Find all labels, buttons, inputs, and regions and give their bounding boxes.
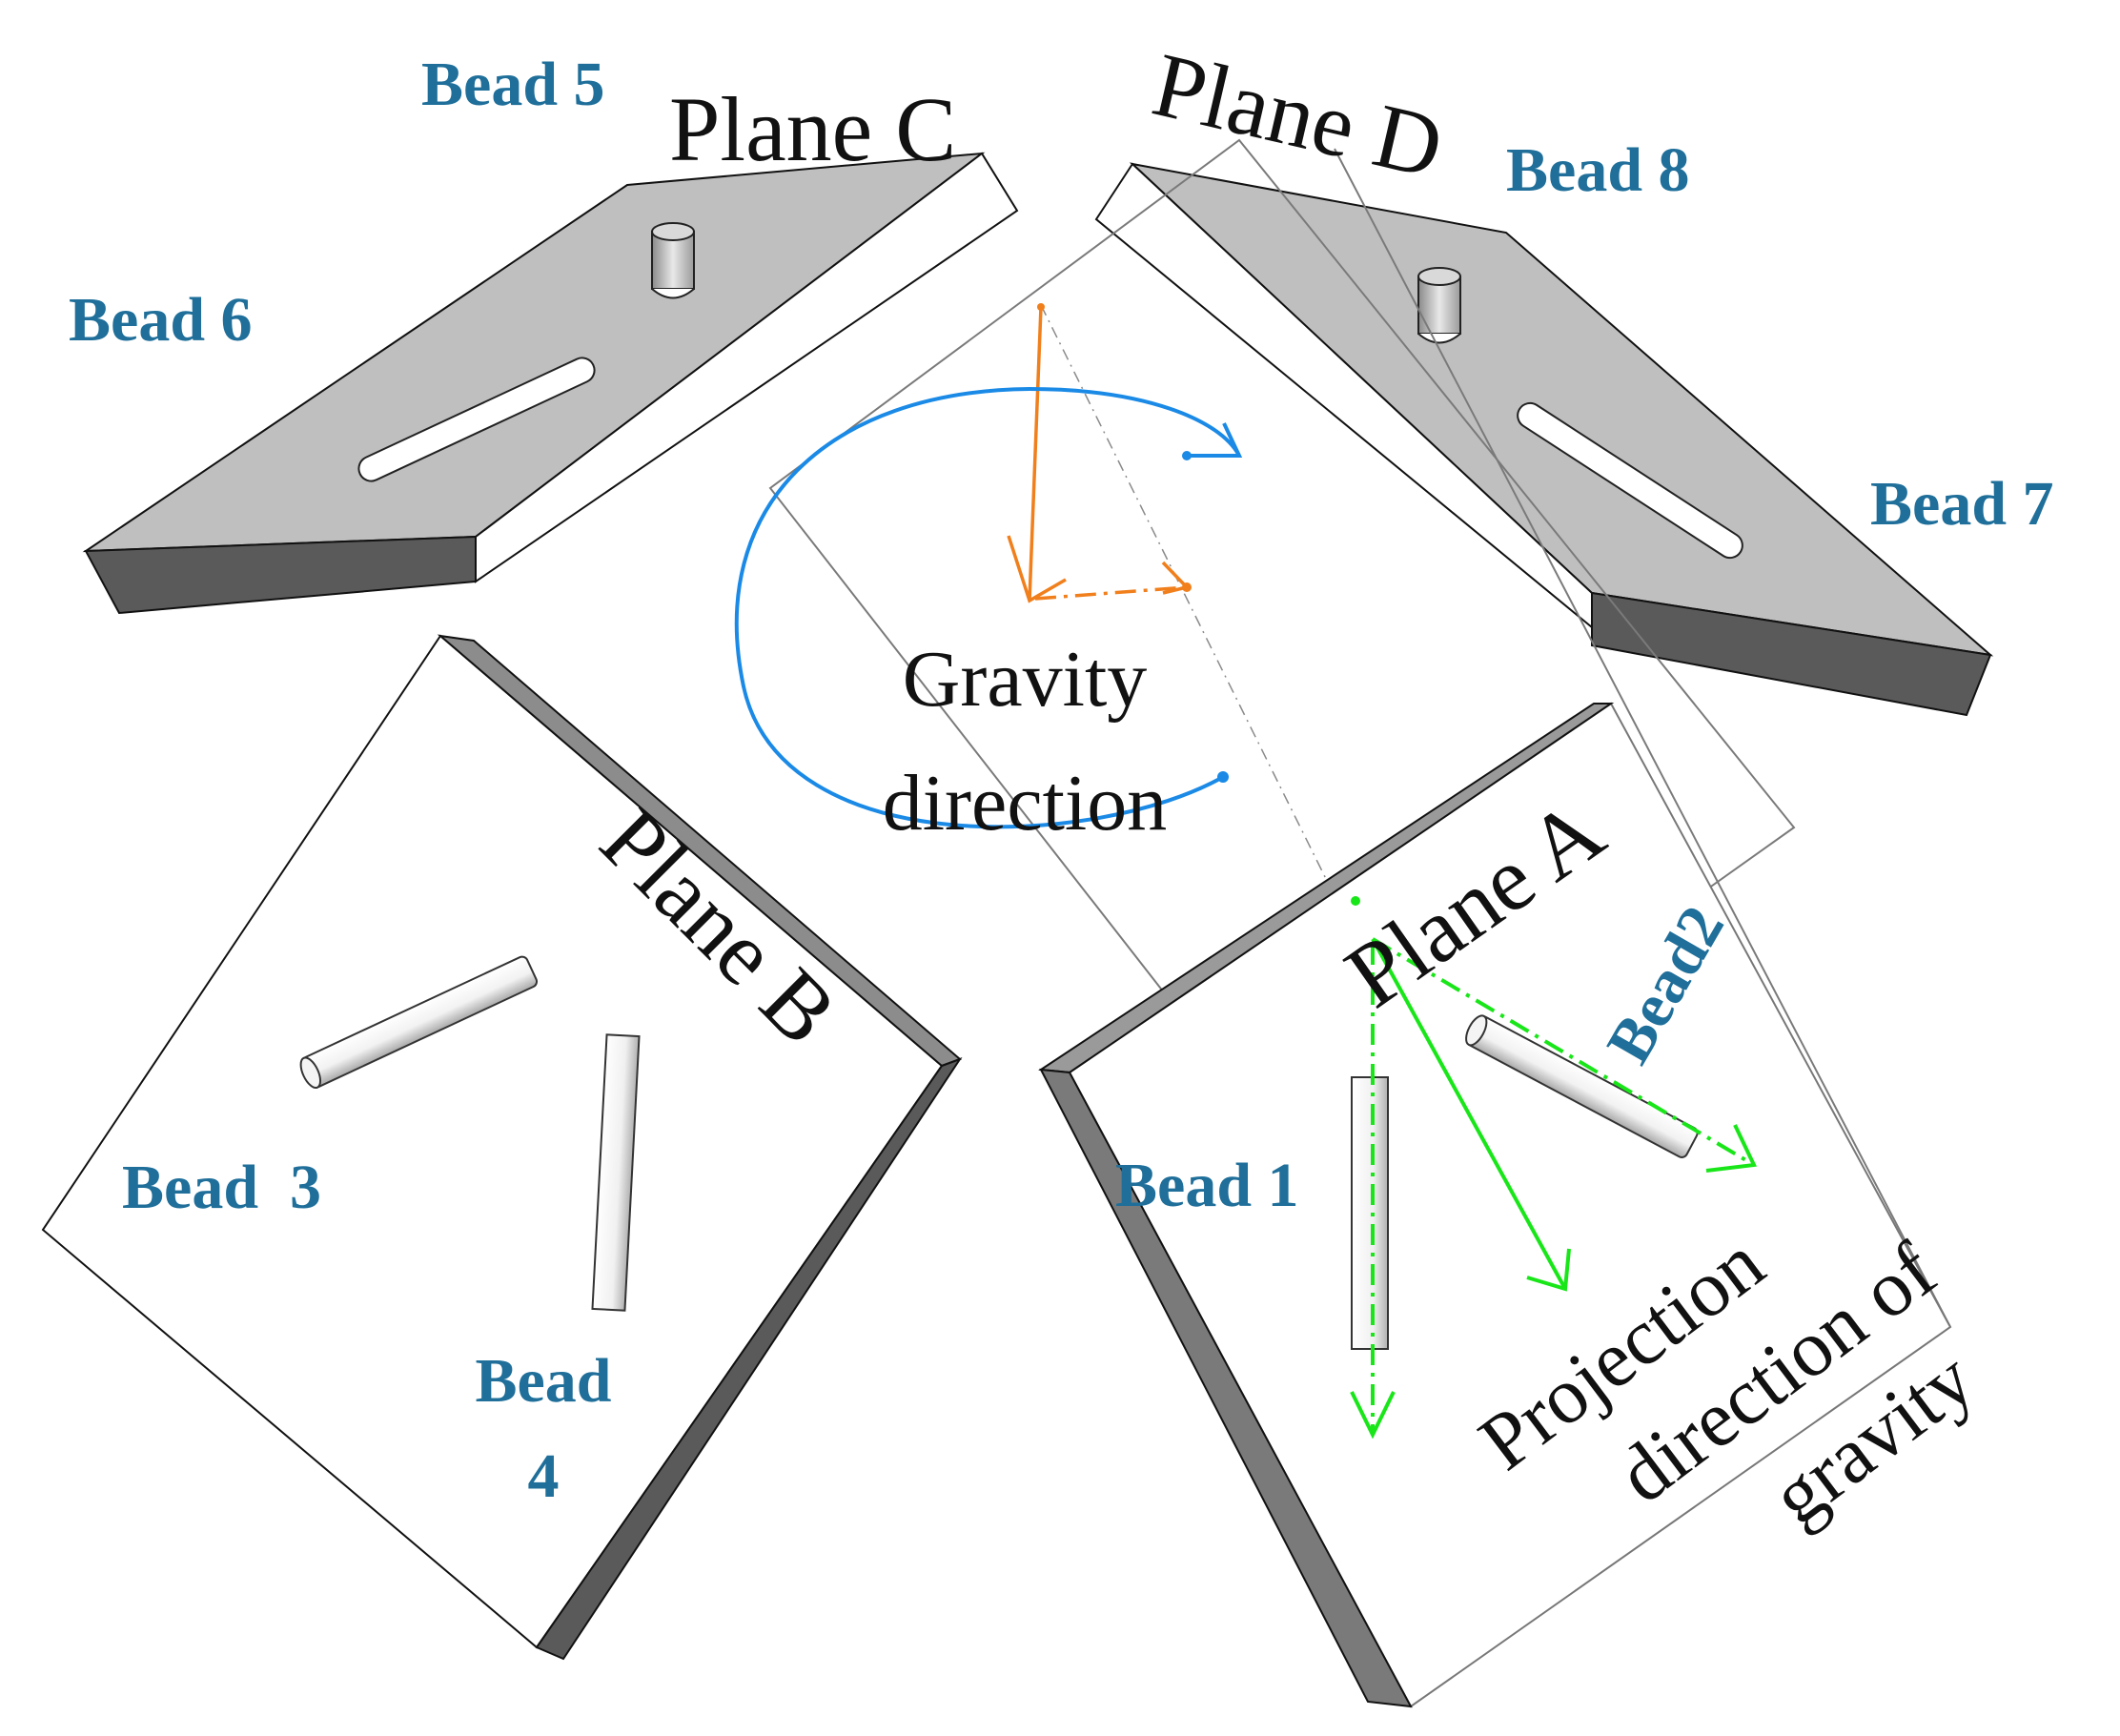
gravity-arrow-head: [1007, 535, 1067, 603]
plane-d-front-edge: [1591, 591, 1992, 717]
rotation-arc: [734, 386, 1241, 829]
plane-d-plate: [1094, 162, 1994, 717]
gravity-component-dashed: [1034, 585, 1188, 601]
gravity-direction-line2: direction: [883, 759, 1168, 848]
plane-c-right-edge: [475, 152, 1019, 583]
plane-a-ghost-face: [768, 138, 1796, 1176]
projection-vectors: [1350, 896, 1758, 1440]
bead-4-label-line1: Bead: [475, 1346, 611, 1416]
bead-4-cylinder: [591, 1033, 641, 1312]
projection-main-arrow: [1371, 938, 1567, 1290]
rotation-end-dot: [1217, 771, 1229, 783]
bead-6-label: Bead 6: [69, 285, 253, 355]
gravity-arrow-shaft: [1028, 306, 1043, 602]
bead-4-label-line2: 4: [528, 1441, 560, 1511]
gravity-direction-line1: Gravity: [903, 635, 1148, 724]
plane-a-left-edge: [1039, 1068, 1413, 1708]
bead-6-groove: [357, 357, 596, 482]
bead-1-cylinder: [1351, 1076, 1389, 1350]
bead-7-label: Bead 7: [1870, 469, 2054, 539]
projection-bead2-dashed: [1371, 937, 1756, 1167]
bead-1-label: Bead 1: [1115, 1151, 1299, 1220]
rotation-arrow: [734, 386, 1243, 829]
plane-a-ghost-line: [1040, 304, 1335, 897]
plane-c-label: Plane C: [669, 78, 956, 180]
bead-7-groove: [1517, 401, 1743, 560]
bead-8-label: Bead 8: [1506, 135, 1690, 205]
plane-b-right-edge: [535, 1057, 963, 1661]
plane-c-plate: [82, 152, 1019, 615]
plane-d-label: Plane D: [1144, 32, 1452, 197]
gravity-tip-dot: [1182, 582, 1192, 592]
bead-5-label: Bead 5: [421, 50, 605, 119]
plane-a-plate: [768, 138, 1952, 1708]
bead-3-cylinder: [299, 955, 539, 1090]
projection-origin-dot: [1351, 896, 1360, 906]
plane-b-plate: [41, 634, 963, 1661]
plane-a-ghost-right: [1334, 148, 1951, 1328]
rotation-arrow-head: [1187, 422, 1243, 458]
projection-bead2-head: [1705, 1124, 1758, 1173]
bead-5-bump: [651, 222, 695, 299]
projection-main-head: [1526, 1248, 1571, 1292]
bead-8-bump: [1417, 267, 1461, 344]
rotation-head-dot: [1182, 451, 1192, 460]
bead-3-label: Bead 3: [122, 1153, 321, 1222]
gravity-vector: [1007, 303, 1192, 603]
projection-bead1-head: [1350, 1391, 1396, 1440]
plane-b-face: [41, 634, 944, 1649]
bead-2-cylinder: [1465, 1014, 1699, 1158]
plane-c-front-edge: [84, 535, 477, 615]
gravity-origin-dot: [1037, 303, 1045, 311]
